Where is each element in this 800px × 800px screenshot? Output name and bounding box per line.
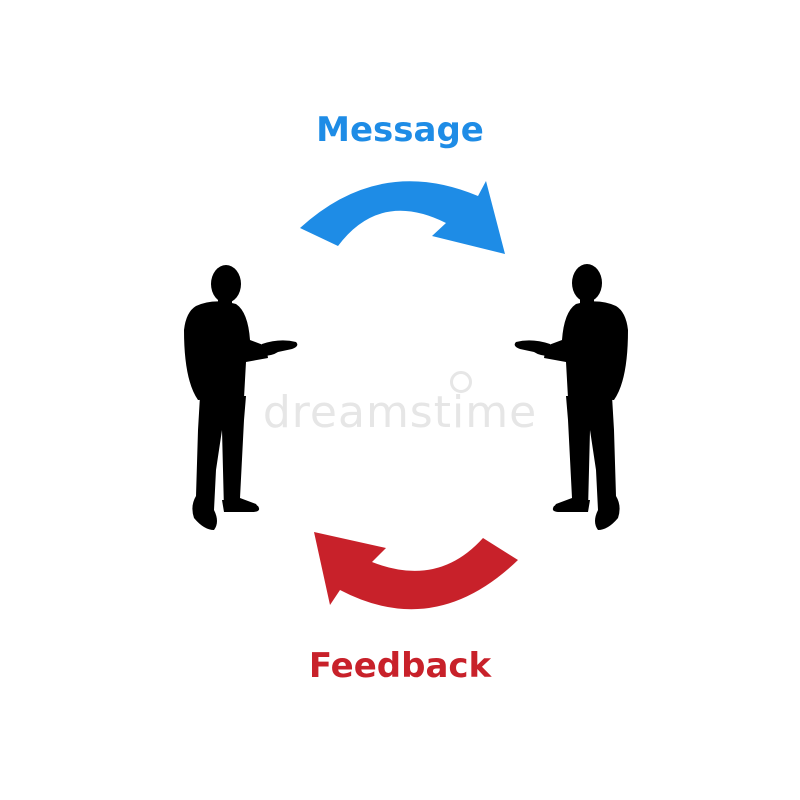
sender-person-icon bbox=[184, 265, 298, 530]
feedback-label: Feedback bbox=[308, 646, 492, 686]
message-label: Message bbox=[316, 110, 484, 150]
feedback-arrow-icon bbox=[314, 532, 518, 610]
message-arrow-icon bbox=[300, 181, 505, 254]
receiver-person-icon bbox=[514, 264, 628, 530]
watermark-logo-icon bbox=[450, 371, 472, 393]
watermark-text: dreamstime bbox=[262, 387, 538, 438]
